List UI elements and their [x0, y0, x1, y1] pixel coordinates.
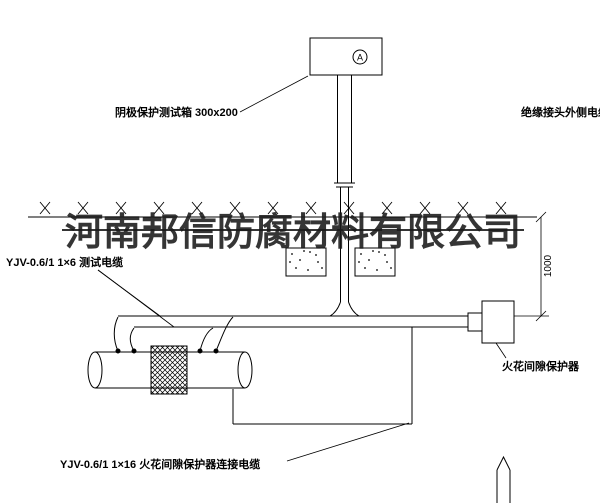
pipe-end-left: [87, 351, 103, 389]
insulated-joint-cable-label: 绝缘接头外侧电缆: [521, 105, 600, 119]
test-cable-label: YJV-0.6/1 1×6 测试电缆: [6, 255, 123, 269]
cable-runs: [118, 301, 468, 425]
insulating-joint: [150, 345, 188, 395]
test-box: A: [309, 37, 383, 76]
concrete-footings: [285, 247, 396, 277]
dimension-1000: 1000: [514, 211, 554, 322]
spark-gap-cable-label: YJV-0.6/1 1×16 火花间隙保护器连接电缆: [60, 457, 260, 471]
spark-gap-protector-label: 火花间隙保护器: [502, 359, 580, 373]
pipe-break-symbol: [496, 455, 511, 503]
dimension-text: 1000: [543, 254, 554, 277]
spark-gap-protector: [467, 300, 515, 359]
riser-post: [334, 75, 355, 302]
cable-terminals: [113, 316, 234, 354]
ground-line: [28, 201, 537, 218]
label-leaders: [97, 269, 410, 462]
test-box-leader-line: [239, 75, 309, 113]
ammeter-symbol-letter: A: [357, 53, 363, 63]
text-labels: 阴极保护测试箱 300x200 绝缘接头外侧电缆 YJV-0.6/1 1×6 测…: [6, 105, 600, 471]
spark-gap-leader-line: [495, 342, 507, 359]
pipe-end-right: [237, 351, 253, 389]
pipeline: [87, 316, 253, 395]
watermark-text: 河南邦信防腐材料有限公司: [65, 212, 521, 254]
concrete-stipple: [289, 250, 392, 271]
ammeter-symbol-circle: [352, 49, 368, 65]
test-box-label: 阴极保护测试箱 300x200: [115, 105, 238, 119]
watermark: 河南邦信防腐材料有限公司: [62, 212, 524, 254]
